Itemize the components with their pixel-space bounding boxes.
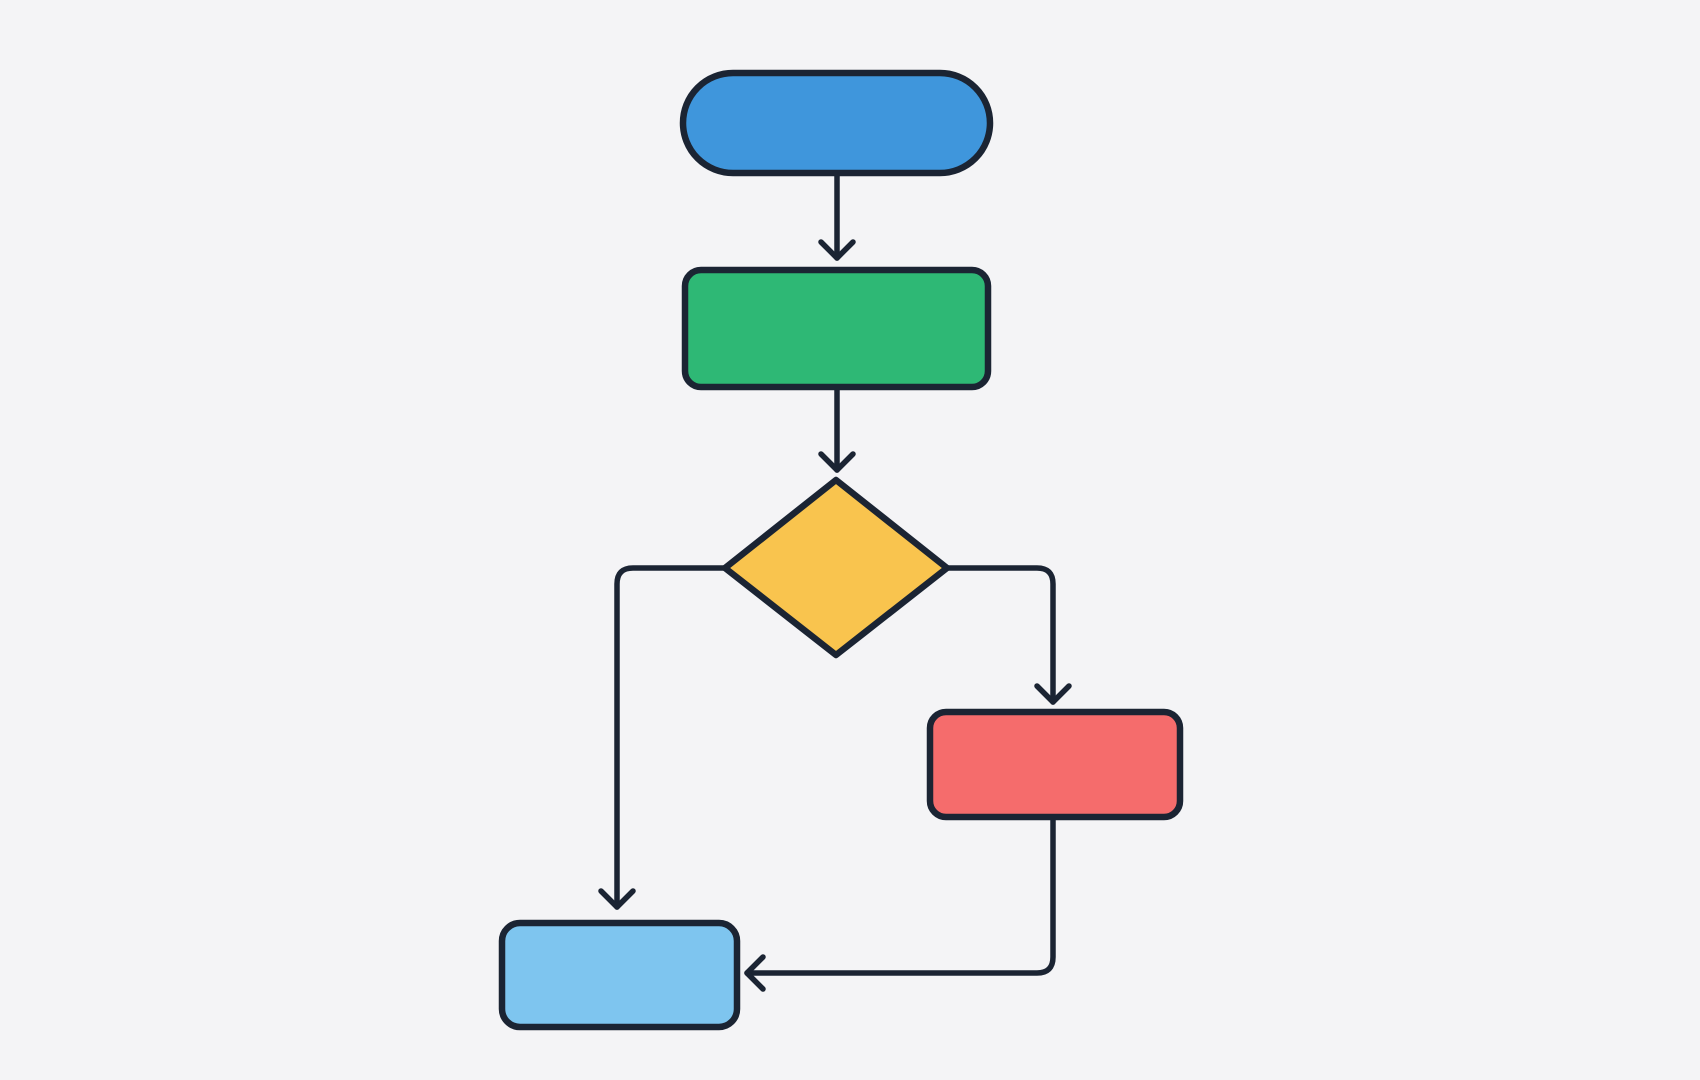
process-node — [681, 266, 992, 391]
decision-node — [721, 476, 951, 659]
edge-decision-to-action-line — [944, 565, 1056, 705]
edge-decision-to-end — [598, 565, 728, 910]
action-node — [926, 708, 1184, 821]
arrow-head-icon — [818, 239, 856, 261]
edge-action-to-end — [744, 814, 1056, 992]
arrow-head-icon — [818, 451, 856, 473]
start-node — [679, 69, 994, 177]
end-node — [498, 919, 741, 1031]
arrow-head-icon — [744, 954, 766, 992]
edge-start-to-process — [818, 170, 856, 261]
edge-decision-to-action — [944, 565, 1072, 705]
arrow-head-icon — [598, 888, 636, 910]
edge-process-to-decision — [818, 384, 856, 473]
arrow-head-icon — [1034, 683, 1072, 705]
edge-decision-to-end-line — [614, 565, 728, 910]
edge-action-to-end-line — [744, 814, 1056, 976]
